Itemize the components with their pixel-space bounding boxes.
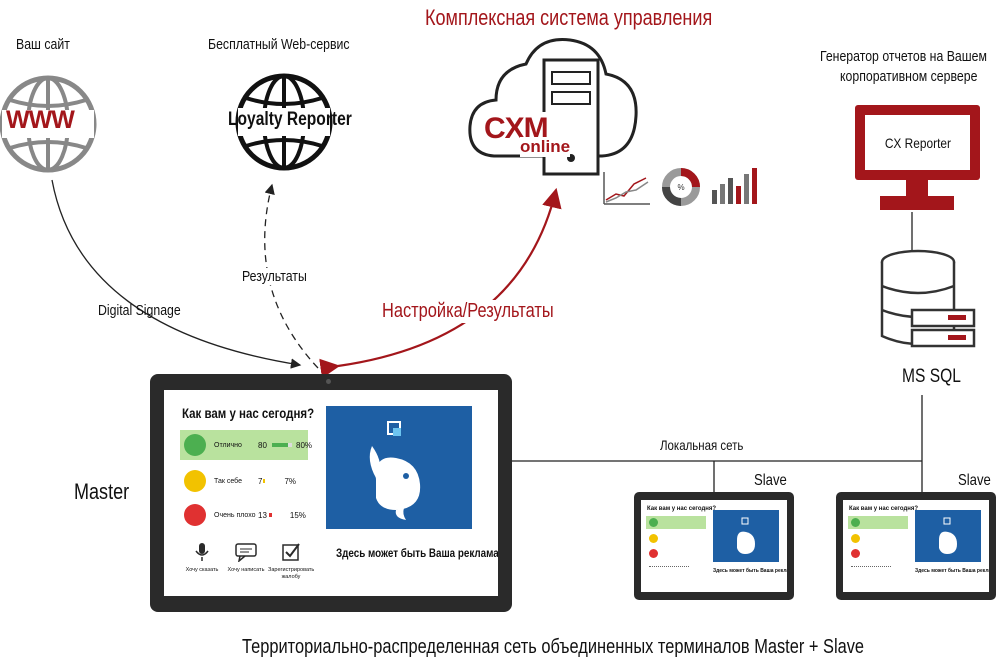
chat-icon — [235, 543, 257, 563]
slave-label-2: Slave — [958, 472, 991, 489]
globe-loyalty-icon — [235, 73, 333, 171]
option-bar-track — [272, 443, 292, 447]
reporter-monitor: CX Reporter — [855, 105, 980, 180]
camera-dot — [326, 379, 331, 384]
master-label: Master — [74, 479, 130, 504]
globe-www-icon — [0, 75, 97, 173]
neutral-face-icon — [649, 534, 658, 543]
cxm-logo-sub: online — [520, 137, 571, 157]
option-bar — [268, 513, 272, 517]
donut-chart-icon: % — [662, 168, 700, 206]
action-label: Хочу написать — [227, 567, 265, 573]
action-label: Зарегистрировать жалобу — [268, 567, 315, 580]
local-network-label: Локальная сеть — [660, 437, 744, 453]
your-site-label: Ваш сайт — [16, 36, 70, 53]
slave-question: Как вам у нас сегодня? — [647, 506, 717, 512]
option-label: Отлично — [214, 441, 242, 449]
reporter-monitor-base — [880, 196, 954, 210]
checkbox-icon — [282, 543, 300, 561]
slave-ad-banner — [713, 510, 779, 562]
slave-tablet-1: Как вам у нас сегодня? Здесь может быть … — [634, 492, 794, 600]
option-count: 80 — [258, 440, 267, 450]
survey-question: Как вам у нас сегодня? — [182, 405, 315, 421]
slave-screen-2: Как вам у нас сегодня? Здесь может быть … — [843, 500, 989, 592]
action-complaint[interactable]: Зарегистрировать жалобу — [268, 542, 314, 581]
sad-face-icon — [851, 549, 860, 558]
happy-face-icon — [649, 518, 658, 527]
slave-tablet-2: Как вам у нас сегодня? Здесь может быть … — [836, 492, 996, 600]
slave-question: Как вам у нас сегодня? — [849, 506, 919, 512]
whale-logo-icon — [369, 421, 421, 520]
digital-signage-arrow — [51, 179, 302, 369]
slave-label-1: Slave — [754, 472, 787, 489]
sad-face-icon — [649, 549, 658, 558]
whale-logo-icon — [939, 517, 957, 554]
master-tablet: Как вам у нас сегодня? Отлично 80 80% Та… — [150, 374, 512, 612]
option-bad[interactable]: Очень плохо 13 15% — [184, 504, 306, 526]
reporter-label-line1: Генератор отчетов на Вашем — [820, 48, 987, 65]
action-label: Хочу сказать — [185, 567, 219, 573]
whale-logo-icon — [737, 517, 755, 554]
slave-screen-1: Как вам у нас сегодня? Здесь может быть … — [641, 500, 787, 592]
slave-ad-text: Здесь может быть Ваша реклама — [915, 568, 989, 574]
microphone-icon — [195, 543, 209, 561]
ad-banner[interactable] — [326, 406, 472, 529]
option-percent: 7% — [284, 476, 297, 486]
option-excellent[interactable]: Отлично 80 80% — [184, 434, 312, 456]
option-bar-track — [268, 513, 289, 517]
option-bar — [263, 479, 265, 483]
web-service-label: Бесплатный Web-сервис — [208, 36, 350, 53]
neutral-face-icon — [184, 470, 206, 492]
slave-actions — [649, 566, 689, 577]
option-so-so[interactable]: Так себе 7 7% — [184, 470, 296, 492]
digital-signage-label: Digital Signage — [98, 302, 181, 319]
bottom-caption: Территориально-распределенная сеть объед… — [242, 636, 865, 658]
reporter-screen: CX Reporter — [865, 115, 970, 170]
option-percent: 15% — [289, 510, 306, 520]
option-label: Очень плохо — [214, 511, 256, 519]
option-label: Так себе — [214, 477, 242, 485]
happy-face-icon — [184, 434, 206, 456]
slave-highlight — [848, 516, 908, 529]
server-icon — [542, 58, 600, 176]
option-percent: 80% — [296, 440, 313, 450]
option-count: 13 — [258, 510, 267, 520]
option-bar — [272, 443, 288, 447]
sad-face-icon — [184, 504, 206, 526]
option-count: 7 — [258, 476, 263, 486]
system-title: Комплексная система управления — [425, 5, 713, 30]
ad-text: Здесь может быть Ваша реклама — [336, 546, 498, 560]
slave-ad-text: Здесь может быть Ваша реклама — [713, 568, 787, 574]
loyalty-reporter-logo-text: Loyalty Reporter — [228, 109, 352, 130]
results-label: Результаты — [242, 268, 307, 285]
slave-highlight — [646, 516, 706, 529]
neutral-face-icon — [851, 534, 860, 543]
www-logo-text: WWW — [6, 106, 75, 134]
reporter-screen-text: CX Reporter — [884, 134, 951, 151]
happy-face-icon — [851, 518, 860, 527]
settings-results-label: Настройка/Результаты — [382, 300, 554, 323]
line-chart-icon — [603, 172, 650, 205]
database-icon — [880, 249, 976, 348]
settings-results-arrow — [319, 187, 562, 379]
slave-actions — [851, 566, 891, 577]
action-write[interactable]: Хочу написать — [226, 542, 266, 573]
svg-text:%: % — [677, 183, 684, 192]
slave-ad-banner — [915, 510, 981, 562]
db-label: MS SQL — [902, 366, 961, 387]
action-say[interactable]: Хочу сказать — [184, 542, 220, 573]
option-bar-track — [263, 479, 283, 483]
reporter-label-line2: корпоративном сервере — [840, 68, 978, 85]
bar-chart-icon — [712, 168, 757, 204]
master-screen: Как вам у нас сегодня? Отлично 80 80% Та… — [164, 390, 498, 596]
reporter-monitor-neck — [906, 180, 928, 198]
